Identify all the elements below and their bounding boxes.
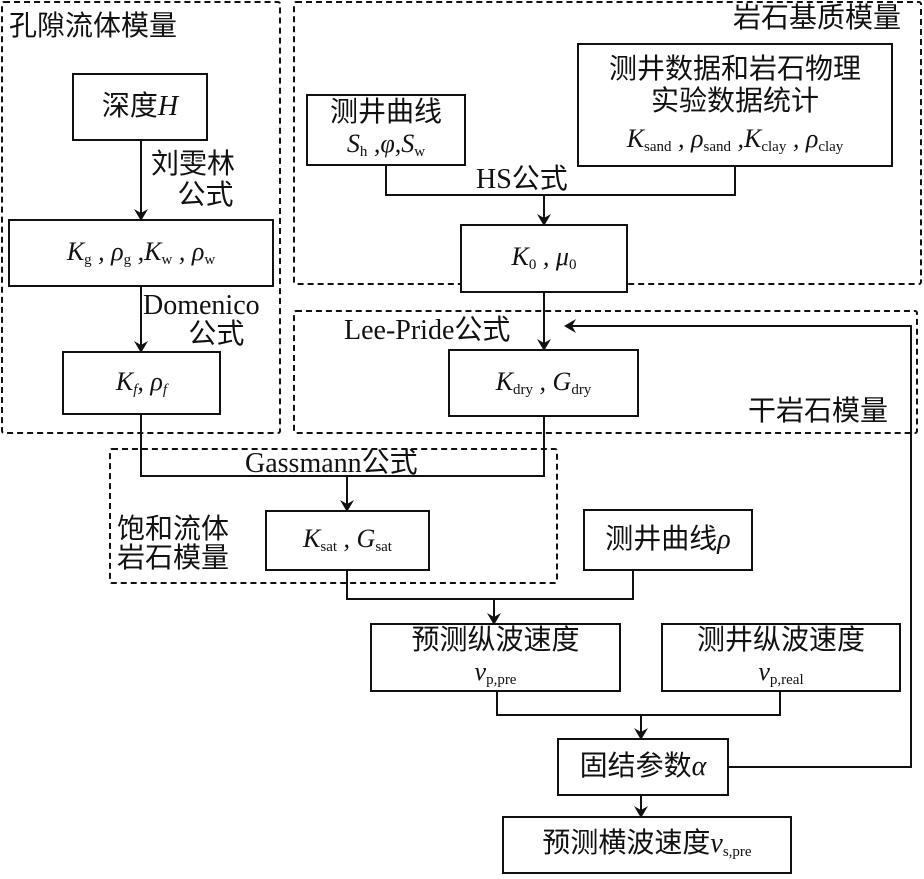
formula-label-hs: HS公式: [476, 164, 568, 195]
group-label-saturated-line1: 饱和流体: [117, 514, 230, 545]
log-density-var: ρ: [717, 523, 731, 555]
node-depth: 深度H: [72, 73, 208, 141]
connector-vp-merge: [346, 569, 634, 600]
formula-liu-name: 刘雯林: [151, 149, 236, 180]
node-fluid-params: Kg , ρg ,Kw , ρw: [8, 219, 274, 287]
node-fluid-modulus: Kf, ρf: [62, 351, 221, 415]
node-dry-modulus: Kdry , Gdry: [448, 349, 639, 417]
group-label-saturated-line2: 岩石模量: [117, 543, 230, 575]
group-label-pore-fluid: 孔隙流体模量: [9, 11, 178, 42]
formula-label-gassmann: Gassmann公式: [245, 448, 418, 479]
node-depth-var: H: [157, 90, 179, 122]
stats-line2: 实验数据统计: [650, 85, 819, 117]
node-lab-statistics: 测井数据和岩石物理 实验数据统计 Ksand , ρsand ,Kclay , …: [577, 43, 893, 167]
fluid-params-expr: Kg , ρg ,Kw , ρw: [66, 236, 216, 268]
stats-expr: Ksand , ρsand ,Kclay , ρclay: [626, 124, 844, 156]
node-matrix-modulus: K0 , μ0: [460, 224, 628, 293]
node-log-density: 测井曲线ρ: [583, 509, 753, 571]
predicted-vp-var: vp,pre: [474, 657, 517, 689]
group-pore-fluid: [1, 1, 281, 434]
stats-line1: 测井数据和岩石物理: [608, 53, 861, 85]
group-label-rock-matrix: 岩石基质模量: [733, 3, 902, 34]
group-label-saturated: 饱和流体 岩石模量: [117, 515, 229, 574]
node-saturated-modulus: Ksat , Gsat: [265, 510, 430, 571]
node-predicted-vs: 预测横波速度vs,pre: [502, 816, 792, 874]
connector-hs-merge: [385, 165, 736, 196]
matrix-modulus-expr: K0 , μ0: [511, 242, 577, 274]
formula-label-lee-pride: Lee-Pride公式: [344, 315, 511, 346]
group-saturated: [109, 448, 558, 584]
group-dry-rock: [293, 310, 918, 434]
predicted-vs-var: vs,pre: [710, 828, 752, 861]
formula-label-domenico: Domenico 公式: [143, 291, 260, 350]
node-log-curves: 测井曲线 Sh ,φ,Sw: [306, 94, 466, 166]
predicted-vs-label: 预测横波速度: [542, 828, 711, 860]
real-vp-var: vp,real: [758, 657, 804, 689]
connector-gassmann-merge: [140, 386, 545, 477]
group-label-dry-rock: 干岩石模量: [748, 396, 889, 427]
node-consolidation-parameter: 固结参数α: [557, 738, 729, 796]
consolidation-var: α: [691, 750, 707, 782]
consolidation-label: 固结参数: [579, 750, 692, 782]
real-vp-label: 测井纵波速度: [696, 625, 865, 657]
dry-modulus-expr: Kdry , Gdry: [495, 366, 592, 398]
log-curves-expr: Sh ,φ,Sw: [346, 129, 426, 161]
connector-alpha-merge: [496, 691, 781, 716]
formula-domenico-name: Domenico: [143, 290, 260, 321]
feedback-line: [564, 319, 912, 768]
node-predicted-vp: 预测纵波速度 vp,pre: [370, 623, 621, 692]
formula-liu-suffix: 公式: [177, 179, 234, 211]
formula-domenico-suffix: 公式: [188, 319, 245, 351]
formula-label-liu: 刘雯林 公式: [151, 149, 236, 212]
log-density-label: 测井曲线: [605, 523, 718, 555]
node-real-vp: 测井纵波速度 vp,real: [661, 623, 901, 692]
saturated-modulus-expr: Ksat , Gsat: [303, 524, 392, 556]
node-depth-label: 深度: [101, 90, 158, 122]
log-curves-label: 测井曲线: [329, 97, 442, 129]
fluid-modulus-expr: Kf, ρf: [115, 366, 168, 398]
predicted-vp-label: 预测纵波速度: [411, 625, 580, 657]
